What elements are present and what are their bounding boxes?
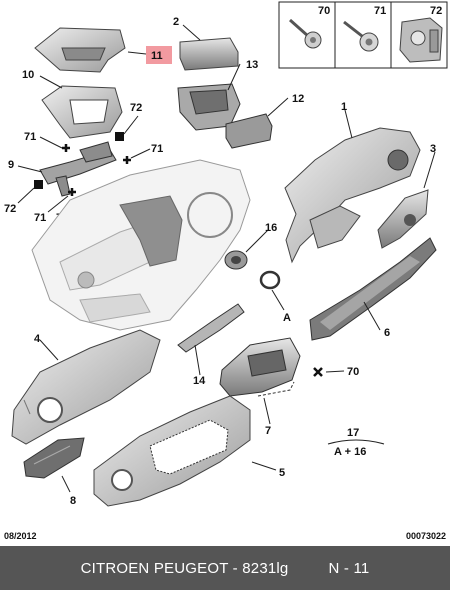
- part-9-bracket: [39, 141, 117, 197]
- part-11-trim: [34, 27, 126, 73]
- ring-A: [259, 270, 281, 290]
- part-12-panel: [225, 113, 273, 149]
- formula-top: 17: [347, 427, 359, 439]
- callout-72-top: 72: [130, 102, 142, 114]
- callout-71-bottom: 71: [34, 212, 46, 224]
- footer-brand: CITROEN PEUGEOT - 8231lg: [80, 559, 289, 577]
- callout-11: 11: [151, 50, 163, 62]
- callout-72-left: 72: [4, 203, 16, 215]
- callout-14: 14: [193, 375, 206, 387]
- callout-71-right: 71: [151, 143, 163, 155]
- callout-71-left: 71: [24, 131, 36, 143]
- callout-3: 3: [430, 143, 436, 155]
- part-8-cover: [23, 437, 85, 479]
- footer-bar: CITROEN PEUGEOT - 8231lg N - 11: [0, 546, 450, 590]
- callout-2: 2: [173, 16, 179, 28]
- callout-A: A: [283, 312, 291, 324]
- part-3-side-vent: [377, 189, 429, 249]
- screw-71-icon: [343, 20, 379, 52]
- callout-10: 10: [22, 69, 34, 81]
- part-7-console-bracket: [219, 337, 301, 397]
- legend-label-72: 72: [430, 5, 442, 17]
- callout-9: 9: [8, 159, 14, 171]
- assembly-formula: 17 A + 16: [327, 427, 385, 458]
- callout-70: 70: [347, 366, 359, 378]
- part-5-console: [93, 395, 251, 507]
- callout-5: 5: [279, 467, 285, 479]
- clip-marker-72a: [115, 132, 124, 141]
- part-6-lower-panel: [309, 237, 437, 341]
- part-10-frame: [41, 85, 123, 139]
- callout-8: 8: [70, 495, 76, 507]
- callout-13: 13: [246, 59, 258, 71]
- date-code: 08/2012: [4, 531, 37, 541]
- callout-4: 4: [34, 333, 41, 345]
- highlight-box-11: [146, 46, 172, 64]
- part-13-bracket: [177, 83, 241, 131]
- part-16-switch: [224, 250, 248, 270]
- clip-marker-72b: [34, 180, 43, 189]
- legend-label-71: 71: [374, 5, 386, 17]
- clip-72-icon: [399, 17, 443, 63]
- screw-marker-70: [313, 367, 323, 377]
- screw-marker-71a: [62, 144, 70, 152]
- legend-label-70: 70: [318, 5, 330, 17]
- dashboard-assembly: [31, 159, 251, 331]
- screw-marker-71b: [123, 156, 131, 164]
- callout-16: 16: [265, 222, 277, 234]
- callout-7: 7: [265, 425, 271, 437]
- footer-page: N - 11: [328, 559, 370, 577]
- part-4-left-panel: [11, 329, 161, 445]
- screw-70-icon: [289, 18, 322, 49]
- part-2-cover: [179, 37, 239, 71]
- callout-6: 6: [384, 327, 390, 339]
- screw-marker-71c: [68, 188, 76, 196]
- reference-number: 00073022: [405, 531, 446, 541]
- callout-12: 12: [292, 93, 304, 105]
- callout-1: 1: [341, 101, 347, 113]
- part-1-upper-panel: [284, 127, 421, 264]
- formula-bottom: A + 16: [334, 446, 366, 458]
- part-14-strip: [177, 303, 245, 353]
- fastener-legend: 70 71 72: [278, 1, 448, 69]
